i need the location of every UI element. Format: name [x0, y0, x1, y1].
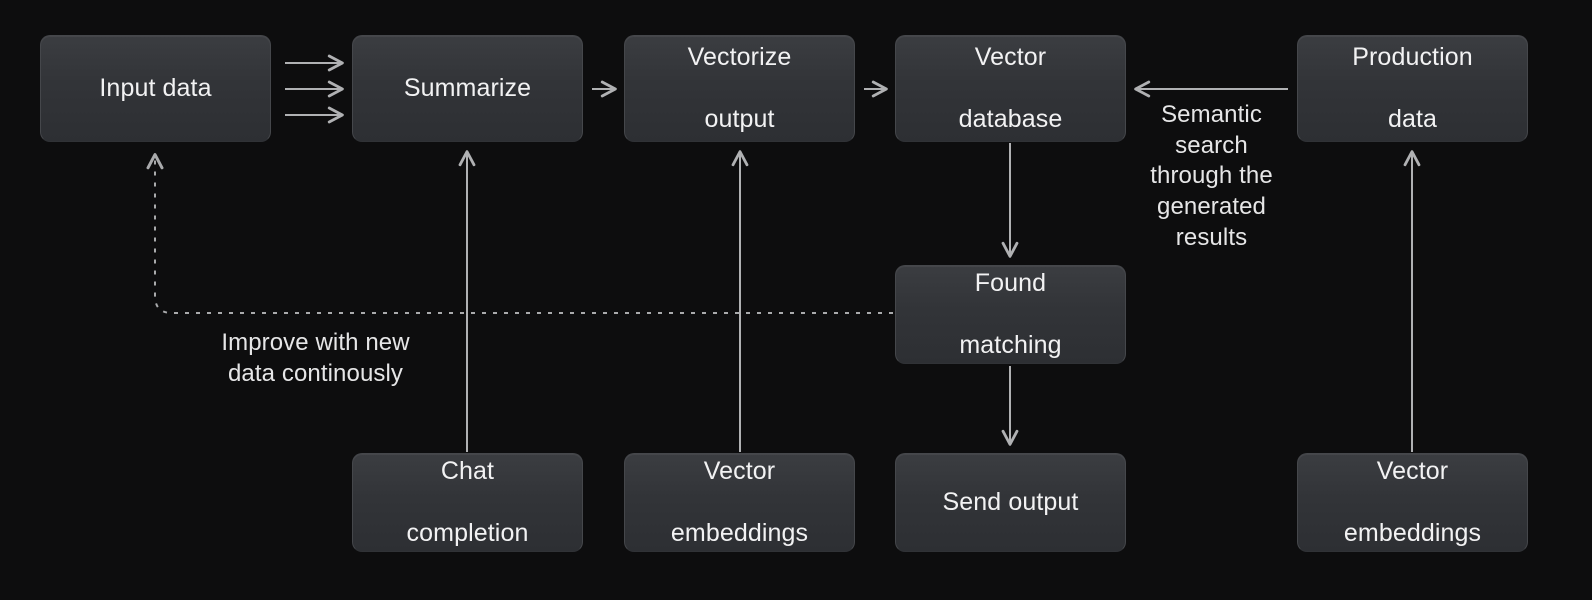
- node-vector-embeddings-mid[interactable]: Vector embeddings: [624, 453, 855, 552]
- node-label: Vectorize output: [687, 42, 792, 134]
- node-label: Vector database: [958, 42, 1063, 134]
- node-label: Summarize: [403, 73, 532, 102]
- node-label: Production data: [1352, 42, 1473, 134]
- node-chat-completion[interactable]: Chat completion: [352, 453, 583, 552]
- node-send-output[interactable]: Send output: [895, 453, 1126, 552]
- node-summarize[interactable]: Summarize: [352, 35, 583, 142]
- node-production-data[interactable]: Production data: [1297, 35, 1528, 142]
- node-input-data[interactable]: Input data: [40, 35, 271, 142]
- node-found-matching[interactable]: Found matching: [895, 265, 1126, 364]
- node-vectorize-output[interactable]: Vectorize output: [624, 35, 855, 142]
- node-vector-embeddings-right[interactable]: Vector embeddings: [1297, 453, 1528, 552]
- node-vector-database[interactable]: Vector database: [895, 35, 1126, 142]
- node-label: Send output: [942, 487, 1079, 516]
- label-improve-loop: Improve with new data continously: [221, 329, 410, 387]
- label-semantic-search: Semantic search through the generated re…: [1150, 101, 1273, 251]
- edge-found-to-input-feedback: [146, 153, 893, 314]
- node-label: Input data: [99, 73, 212, 102]
- node-label: Chat completion: [406, 456, 529, 548]
- node-label: Vector embeddings: [1343, 456, 1482, 548]
- node-label: Vector embeddings: [670, 456, 809, 548]
- node-label: Found matching: [959, 268, 1062, 360]
